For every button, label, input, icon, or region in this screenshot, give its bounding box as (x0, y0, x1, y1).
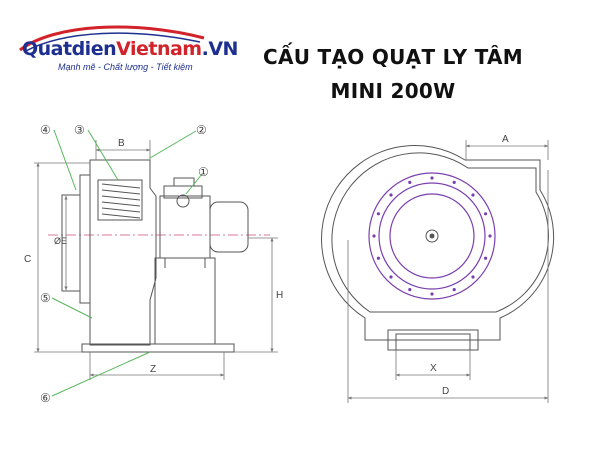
terminal-bolt (176, 194, 190, 208)
bolt-hole (389, 275, 393, 279)
side-view (48, 159, 270, 353)
motor-stand (154, 257, 216, 345)
motor-end-cap (209, 201, 249, 253)
bolt-hole (471, 193, 475, 197)
dim-h-label: H (276, 290, 283, 301)
shaft-center (429, 233, 435, 239)
dim-a-label: A (502, 134, 509, 145)
dim-e-label: ØE (54, 236, 67, 246)
base-plate (81, 343, 235, 353)
logo-swoosh-icon (19, 25, 205, 53)
flange-bolt-holes (372, 176, 492, 296)
callout-leaders (51, 129, 203, 397)
logo-wordmark: QuatdienVietnam.VN (22, 38, 238, 60)
logo-part-vietnam: Vietnam (116, 38, 202, 60)
outlet-vanes (97, 179, 143, 221)
bolt-hole (376, 256, 380, 260)
callout-4: ④ (40, 123, 51, 137)
bolt-hole (452, 288, 456, 292)
bolt-hole (430, 292, 434, 296)
fan-housing (89, 159, 157, 346)
callout-6: ⑥ (40, 391, 51, 405)
callout-2: ② (196, 123, 207, 137)
bolt-hole (488, 234, 492, 238)
front-dimensions (347, 140, 549, 403)
brand-logo: QuatdienVietnam.VN Mạnh mẽ - Chất lượng … (14, 20, 238, 76)
title-line-1: CẤU TẠO QUẠT LY TÂM (262, 45, 524, 69)
logo-part-domain: .VN (201, 38, 239, 60)
volute-housing (321, 145, 555, 341)
front-view (321, 145, 555, 351)
inlet-flange-front (368, 172, 496, 300)
dim-z-label: Z (150, 364, 156, 375)
bolt-hole (471, 275, 475, 279)
bolt-hole (376, 212, 380, 216)
callout-5: ⑤ (40, 291, 51, 305)
dim-d-label: D (442, 386, 449, 397)
inlet-plate (79, 174, 91, 304)
dim-b-label: B (118, 138, 125, 149)
logo-slogan: Mạnh mẽ - Chất lượng - Tiết kiệm (58, 62, 193, 72)
bolt-hole (372, 234, 376, 238)
bolt-hole (484, 212, 488, 216)
logo-part-quatdien: Quatdien (22, 38, 117, 60)
bolt-hole (430, 176, 434, 180)
bolt-hole (408, 288, 412, 292)
page-title: CẤU TẠO QUẠT LY TÂM MINI 200W (238, 40, 548, 108)
bolt-hole (484, 256, 488, 260)
bolt-hole (408, 180, 412, 184)
dim-c-label: C (24, 254, 31, 265)
terminal-cover (173, 177, 195, 187)
bolt-hole (452, 180, 456, 184)
callout-1: ① (198, 165, 209, 179)
motor-body (159, 195, 211, 259)
callout-3: ③ (74, 123, 85, 137)
dim-x-label: X (430, 363, 437, 374)
shaft-hub (425, 229, 439, 243)
bolt-hole (389, 193, 393, 197)
front-base-inner (395, 333, 471, 351)
title-line-2: MINI 200W (330, 79, 456, 103)
